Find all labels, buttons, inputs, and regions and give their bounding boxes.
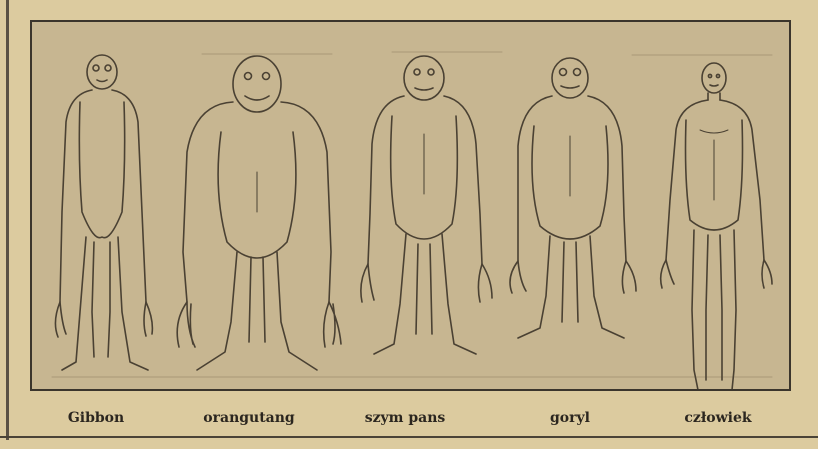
human-figure [661, 63, 772, 389]
gibbon-figure [55, 55, 152, 370]
gorilla-figure [510, 58, 636, 338]
background-lines [52, 52, 772, 377]
primate-comparison-illustration [30, 20, 791, 391]
bottom-divider [0, 436, 818, 438]
caption-gibbon: Gibbon [68, 410, 124, 426]
caption-chimpanzee: szym pans [365, 410, 446, 426]
caption-orangutan: orangutang [203, 410, 294, 426]
column-divider [6, 0, 9, 440]
orangutan-figure [177, 56, 341, 370]
caption-human: człowiek [684, 410, 751, 426]
chimpanzee-figure [361, 56, 492, 354]
caption-gorilla: goryl [550, 410, 590, 426]
